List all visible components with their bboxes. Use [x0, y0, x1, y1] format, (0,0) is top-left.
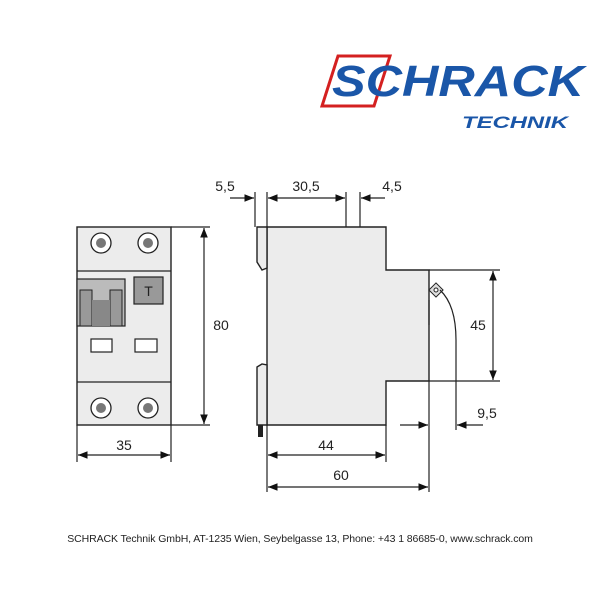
logo-brand: SCHRACK: [332, 57, 588, 106]
footer-address: SCHRACK Technik GmbH, AT-1235 Wien, Seyb…: [67, 533, 533, 545]
front-view: T 80 35: [76, 226, 229, 462]
indicator-window: [90, 338, 113, 353]
dim-45-label: 45: [470, 317, 486, 333]
dim-5-5-label: 5,5: [215, 178, 235, 194]
terminal-clip-icon: [428, 282, 457, 430]
dim-60-label: 60: [333, 467, 349, 483]
test-button-label: T: [144, 283, 153, 299]
dim-44-label: 44: [318, 437, 334, 453]
logo-red-frame: [319, 54, 393, 108]
test-button: [133, 276, 164, 305]
indicator-window: [134, 338, 158, 353]
dim-4-5-label: 4,5: [382, 178, 402, 194]
logo-sub: TECHNIK: [462, 113, 570, 132]
height-label: 80: [213, 317, 229, 333]
switch-handle: [76, 278, 126, 327]
side-view: 5,5 30,5 4,5 45 9,5 44 60: [215, 178, 500, 492]
dim-30-5-label: 30,5: [292, 178, 319, 194]
screw-terminal-icon: [90, 232, 159, 419]
width-label: 35: [116, 437, 132, 453]
dim-9-5-label: 9,5: [477, 405, 497, 421]
schrack-logo: SCHRACK TECHNIK: [319, 54, 588, 132]
